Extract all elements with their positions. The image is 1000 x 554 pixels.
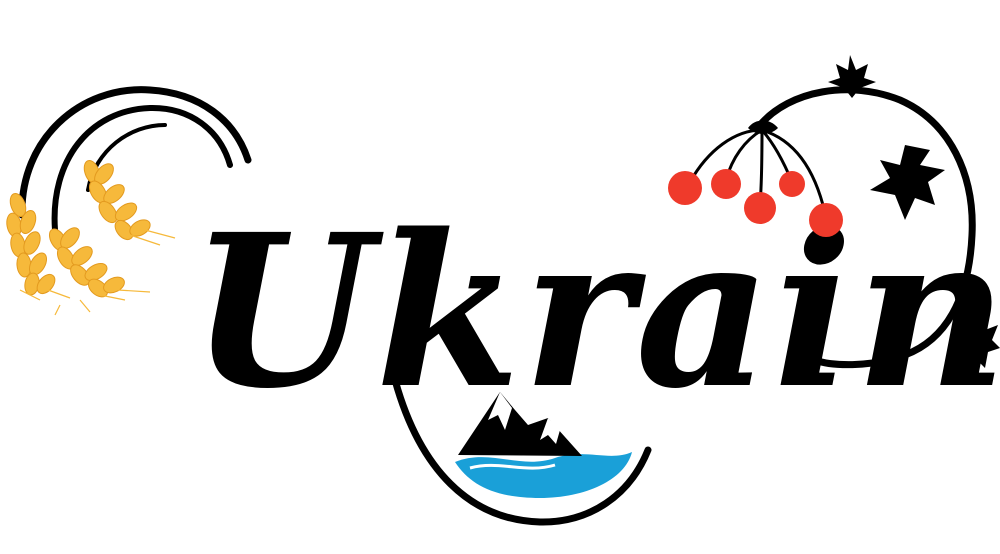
mountains-water-icon [455, 392, 632, 498]
maple-leaves-icon [828, 55, 1000, 368]
wheat-ears-icon [6, 159, 176, 316]
bottom-loop [391, 376, 652, 526]
viburnum-berries-icon [668, 120, 843, 237]
logo-word: Ukraine [190, 188, 1000, 435]
